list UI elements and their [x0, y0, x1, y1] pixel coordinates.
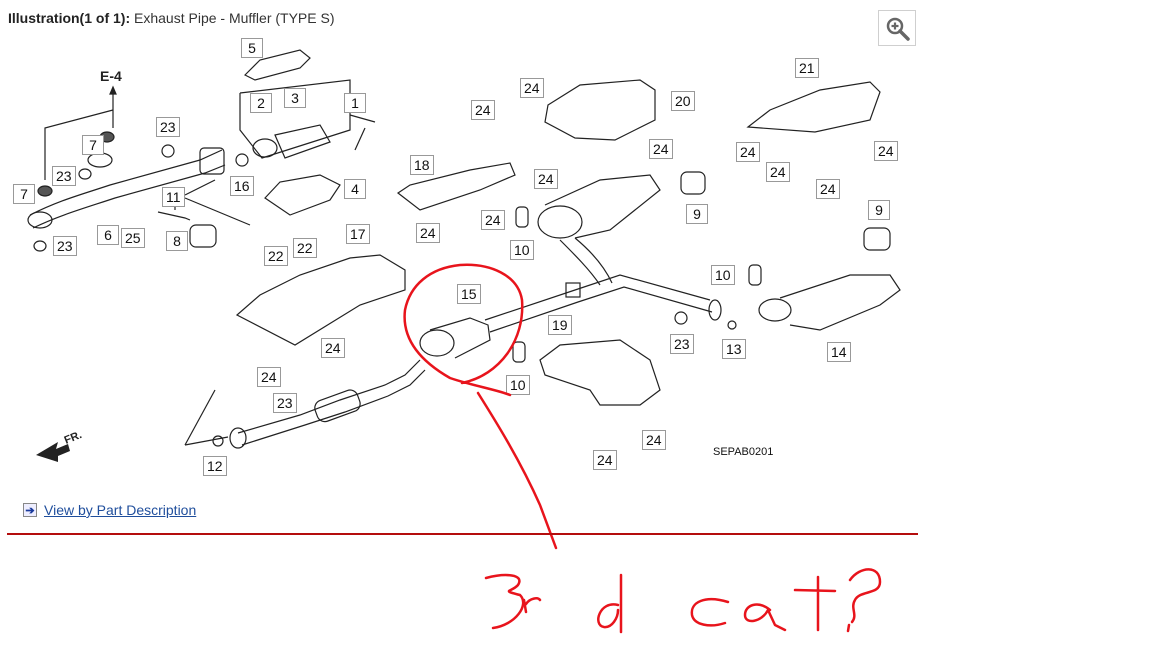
callout-label[interactable]: 7: [82, 135, 104, 155]
callout-label[interactable]: 6: [97, 225, 119, 245]
section-divider: [7, 533, 918, 535]
callout-label[interactable]: 24: [481, 210, 505, 230]
callout-label[interactable]: 11: [162, 187, 185, 207]
callout-label[interactable]: 2: [250, 93, 272, 113]
callout-label[interactable]: 21: [795, 58, 819, 78]
callout-label[interactable]: 24: [816, 179, 840, 199]
callout-label[interactable]: 24: [593, 450, 617, 470]
callout-label[interactable]: 7: [13, 184, 35, 204]
callout-label[interactable]: 14: [827, 342, 851, 362]
callout-label[interactable]: 23: [53, 236, 77, 256]
callout-label[interactable]: 12: [203, 456, 227, 476]
callout-label[interactable]: 17: [346, 224, 370, 244]
callout-label[interactable]: 25: [121, 228, 145, 248]
illustration-code: SEPAB0201: [713, 446, 774, 458]
callout-label[interactable]: 19: [548, 315, 572, 335]
callout-label[interactable]: 24: [471, 100, 495, 120]
callout-label[interactable]: 13: [722, 339, 746, 359]
callout-label[interactable]: 22: [293, 238, 317, 258]
callout-label[interactable]: 24: [321, 338, 345, 358]
callout-label[interactable]: 4: [344, 179, 366, 199]
callout-label[interactable]: 10: [711, 265, 735, 285]
callout-label[interactable]: 23: [273, 393, 297, 413]
view-by-part-description-row: ➔ View by Part Description: [23, 502, 196, 518]
callout-label[interactable]: 22: [264, 246, 288, 266]
callout-label[interactable]: 24: [642, 430, 666, 450]
callout-label[interactable]: 24: [520, 78, 544, 98]
callout-label[interactable]: 10: [510, 240, 534, 260]
front-direction-arrow: FR.: [36, 429, 84, 462]
magnifier-plus-icon: [886, 17, 910, 41]
view-by-part-description-link[interactable]: View by Part Description: [44, 502, 197, 518]
callout-label[interactable]: 9: [868, 200, 890, 220]
zoom-in-button[interactable]: [878, 10, 916, 46]
callout-label[interactable]: 24: [874, 141, 898, 161]
callout-label[interactable]: 24: [766, 162, 790, 182]
page-title: Illustration(1 of 1): Exhaust Pipe - Muf…: [8, 10, 335, 26]
callout-label[interactable]: 18: [410, 155, 434, 175]
callout-label[interactable]: 24: [649, 139, 673, 159]
callout-label[interactable]: 15: [457, 284, 481, 304]
callout-label[interactable]: 8: [166, 231, 188, 251]
callout-label[interactable]: 24: [416, 223, 440, 243]
callout-label[interactable]: 24: [257, 367, 281, 387]
title-label: Illustration(1 of 1):: [8, 10, 131, 26]
callout-label[interactable]: 9: [686, 204, 708, 224]
reference-e4: E-4: [100, 68, 122, 84]
callout-label[interactable]: 10: [506, 375, 530, 395]
callout-label[interactable]: 5: [241, 38, 263, 58]
callout-label[interactable]: 23: [52, 166, 76, 186]
callout-label[interactable]: 1: [344, 93, 366, 113]
callout-label[interactable]: 24: [736, 142, 760, 162]
arrow-right-icon[interactable]: ➔: [23, 503, 37, 517]
callout-label[interactable]: 23: [670, 334, 694, 354]
callout-label[interactable]: 16: [230, 176, 254, 196]
exhaust-parts-diagram: FR.: [27, 49, 901, 462]
callout-label[interactable]: 24: [534, 169, 558, 189]
title-text: Exhaust Pipe - Muffler (TYPE S): [130, 10, 335, 26]
svg-text:FR.: FR.: [63, 429, 84, 447]
callout-label[interactable]: 20: [671, 91, 695, 111]
callout-label[interactable]: 23: [156, 117, 180, 137]
callout-label[interactable]: 3: [284, 88, 306, 108]
